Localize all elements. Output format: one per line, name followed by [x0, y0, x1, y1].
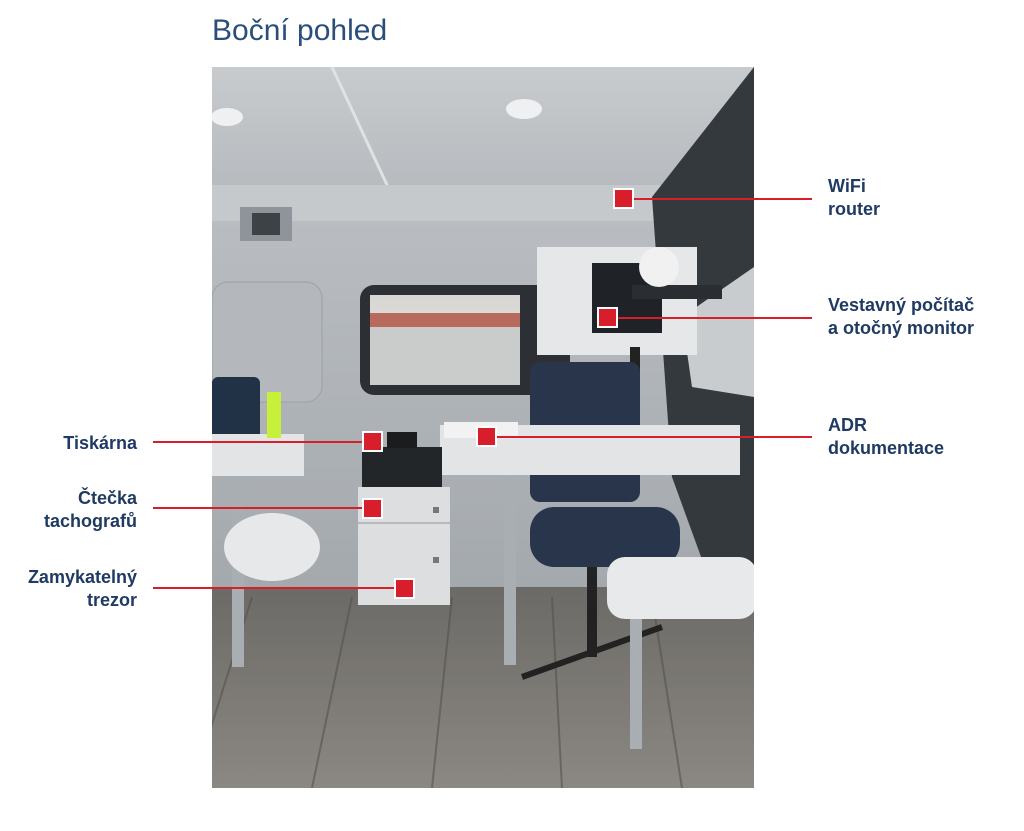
tachograph-reader-label-line1: Čtečka — [77, 488, 137, 508]
computer-monitor-label-line2: a otočný monitor — [828, 318, 975, 338]
adr-documentation-label: ADR dokumentace — [828, 414, 944, 460]
wifi-router-label-line1: WiFi — [828, 176, 866, 196]
van-interior-illustration — [212, 67, 754, 788]
lockable-safe-label: Zamykatelný trezor — [28, 566, 137, 612]
printer-label: Tiskárna — [63, 432, 137, 455]
tachograph-reader-label-line2: tachografů — [43, 511, 137, 531]
lockable-safe-label-line2: trezor — [86, 590, 137, 610]
computer-monitor-label-line1: Vestavný počítač — [828, 295, 975, 315]
page-title: Boční pohled — [212, 14, 388, 47]
adr-documentation-label-line2: dokumentace — [828, 438, 945, 458]
wifi-router-label: WiFi router — [828, 175, 880, 221]
van-interior-photo — [212, 67, 754, 788]
tachograph-reader-label: Čtečka tachografů — [44, 487, 137, 533]
adr-documentation-label-line1: ADR — [828, 415, 867, 435]
lockable-safe-label-line1: Zamykatelný — [27, 567, 137, 587]
computer-monitor-label: Vestavný počítač a otočný monitor — [828, 294, 974, 340]
wifi-router-label-line2: router — [828, 199, 881, 219]
printer-label-line1: Tiskárna — [63, 433, 137, 453]
